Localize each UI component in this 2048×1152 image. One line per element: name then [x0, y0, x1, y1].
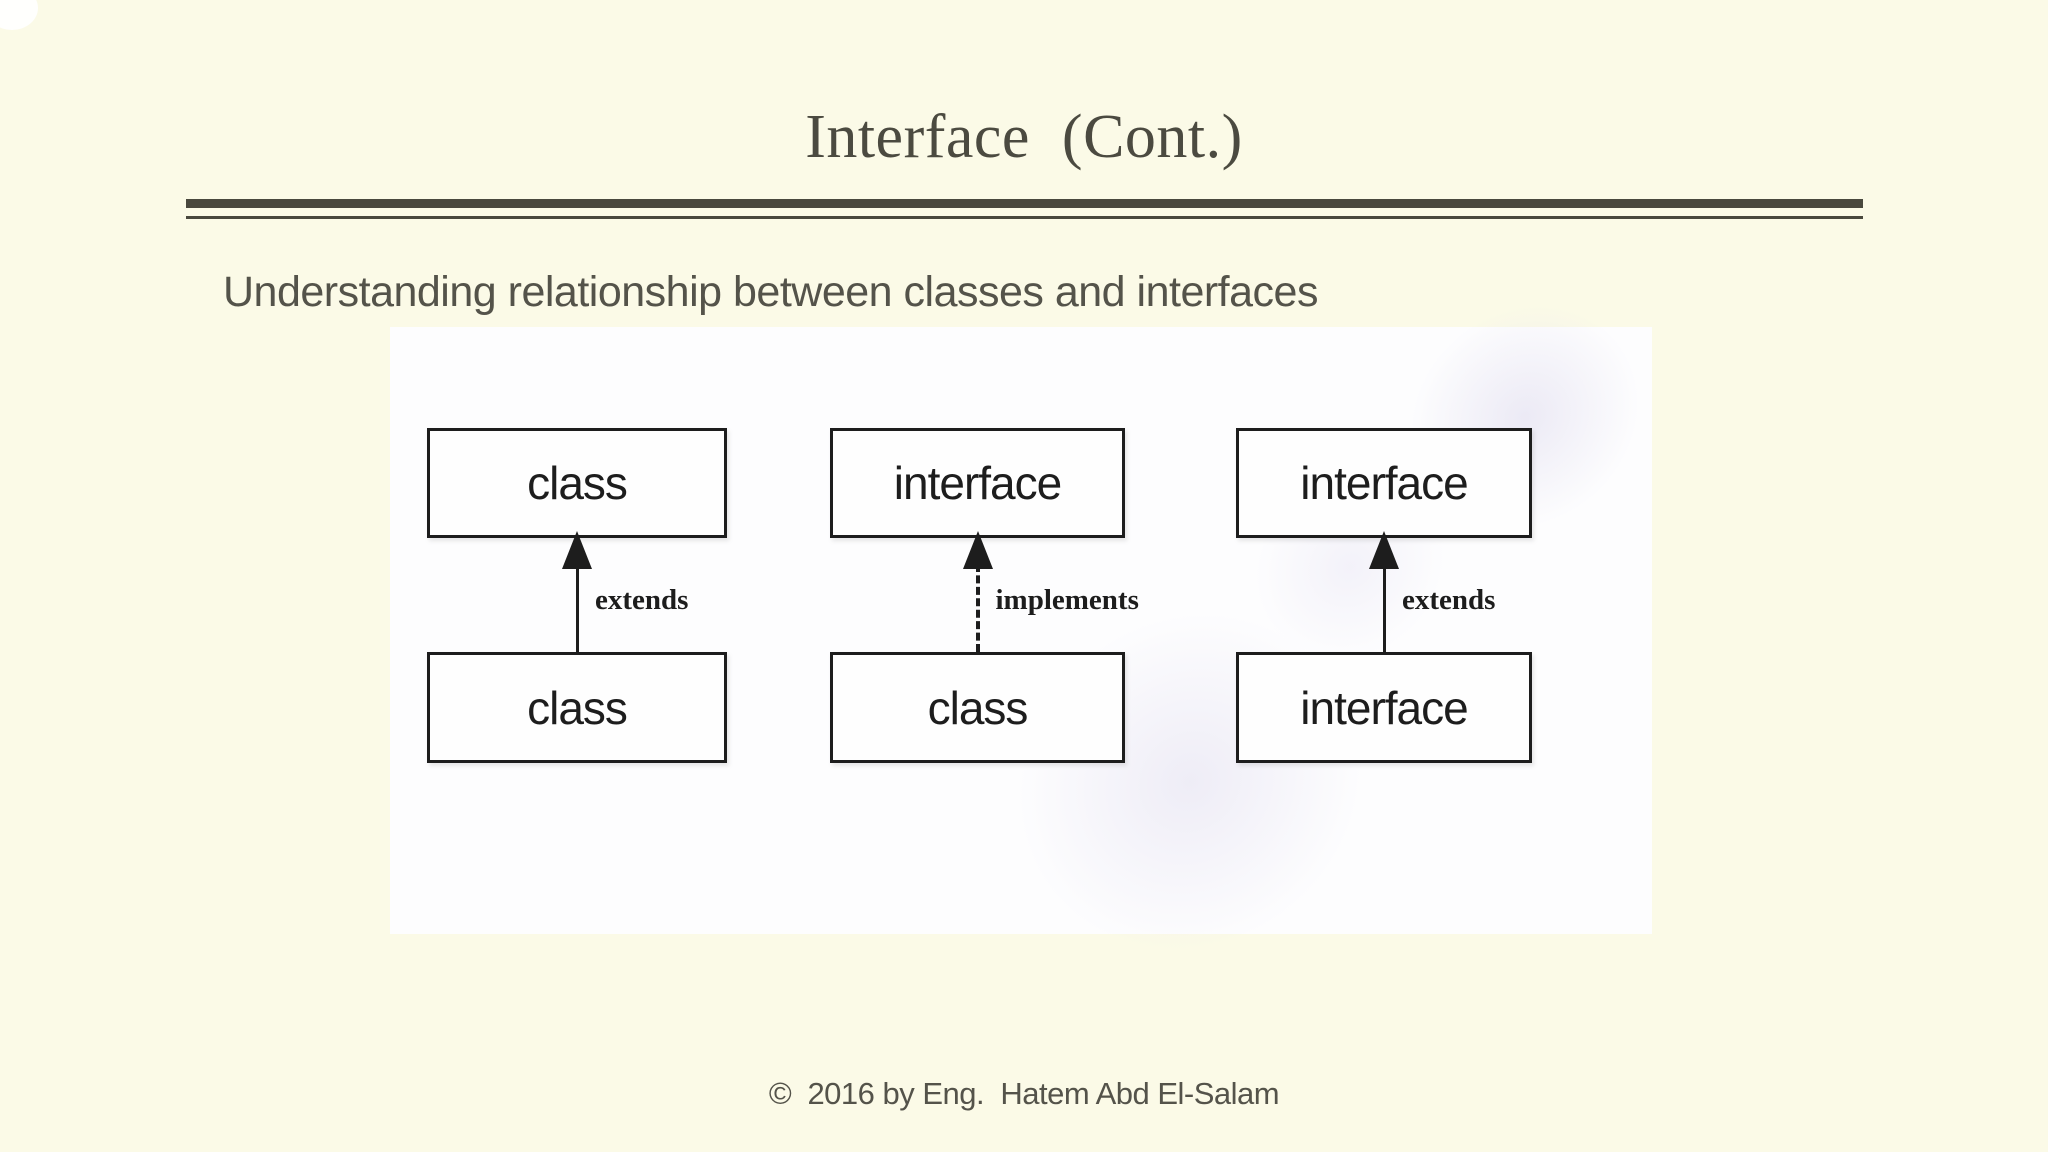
- arrow-head-icon: [1369, 531, 1399, 569]
- title-underline-thick: [186, 199, 1863, 208]
- relationship-label: extends: [595, 584, 689, 616]
- relationship-connector: extends: [427, 531, 727, 652]
- relationship-connector: implements: [830, 531, 1139, 652]
- diagram-panel: class extends class interface implements…: [390, 252, 1692, 1025]
- interface-box: interface: [1236, 428, 1532, 538]
- subtitle: Understanding relationship between class…: [223, 268, 1318, 316]
- uml-pair-class-implements-interface: interface implements class: [830, 327, 1139, 934]
- relationship-label: implements: [995, 584, 1139, 616]
- arrow-head-icon: [562, 531, 592, 569]
- relationship-label: extends: [1402, 584, 1496, 616]
- title-underline-thin: [186, 216, 1863, 219]
- class-box: class: [427, 428, 727, 538]
- interface-box-label: interface: [1300, 457, 1468, 509]
- arrow-head-icon: [962, 531, 993, 569]
- class-box: class: [830, 652, 1125, 763]
- uml-pair-class-extends-class: class extends class: [427, 327, 727, 934]
- interface-box-label: interface: [893, 457, 1062, 509]
- arrow-line-solid: [1382, 564, 1386, 652]
- class-box: class: [427, 652, 727, 763]
- corner-highlight: [0, 0, 38, 30]
- relationship-connector: extends: [1236, 531, 1532, 652]
- class-box-label: class: [527, 457, 628, 509]
- interface-box: interface: [830, 428, 1125, 538]
- interface-box: interface: [1236, 652, 1532, 763]
- class-box-label: class: [527, 681, 628, 734]
- footer-copyright: © 2016 by Eng. Hatem Abd El-Salam: [768, 1076, 1280, 1111]
- arrow-line-dashed: [975, 564, 980, 652]
- interface-box-label: interface: [1300, 681, 1468, 734]
- page-title: Interface (Cont.): [805, 103, 1243, 171]
- class-box-label: class: [927, 681, 1029, 734]
- uml-pair-interface-extends-interface: interface extends interface: [1236, 327, 1532, 934]
- arrow-line-solid: [575, 564, 579, 652]
